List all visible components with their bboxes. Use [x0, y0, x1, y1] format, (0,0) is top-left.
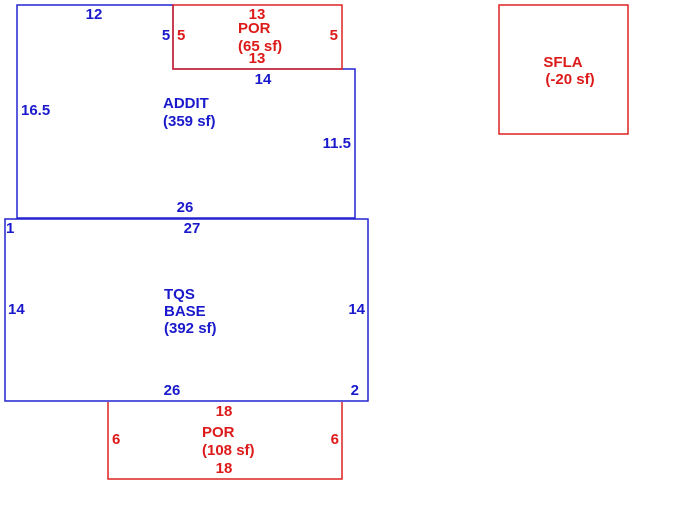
por-bottom-dim-right: 6: [331, 431, 339, 448]
sfla-label: SFLA: [543, 54, 582, 71]
addit-label: ADDIT: [163, 95, 209, 112]
base-dim-left: 14: [8, 301, 25, 318]
por-top-dim-left: 5: [177, 27, 185, 44]
addit-dim-bottom: 26: [177, 199, 194, 216]
base-area: (392 sf): [164, 320, 217, 337]
base-dim-right: 14: [348, 301, 365, 318]
por-bottom-outline: [107, 402, 343, 480]
addit-dim-step-horizontal: 14: [255, 71, 272, 88]
addit-dim-left: 16.5: [21, 102, 50, 119]
addit-dim-right: 11.5: [323, 135, 351, 152]
por-bottom-label: POR: [202, 424, 235, 441]
base-dim-bottom: 26: [164, 382, 181, 399]
sfla-area: (-20 sf): [545, 71, 594, 88]
por-top-outline: [172, 4, 343, 70]
base-label-line2: BASE: [164, 303, 206, 320]
addit-dim-step-vertical: 5: [162, 27, 170, 44]
por-bottom-dim-left: 6: [112, 431, 120, 448]
base-label-line1: TQS: [164, 286, 195, 303]
addit-dim-top: 12: [86, 6, 103, 23]
por-top-label: POR: [238, 20, 271, 37]
por-bottom-dim-top: 18: [216, 403, 233, 420]
por-top-dim-top: 13: [249, 6, 266, 23]
base-outline: [4, 218, 369, 402]
base-dim-step-bottom: 2: [351, 382, 359, 399]
por-top-dim-bottom: 13: [249, 50, 266, 67]
por-bottom-area: (108 sf): [202, 442, 255, 459]
addit-area: (359 sf): [163, 113, 216, 130]
por-top-dim-right: 5: [330, 27, 338, 44]
por-top-area: (65 sf): [238, 38, 282, 55]
por-bottom-dim-bottom: 18: [216, 460, 233, 477]
base-dim-step-top: 1: [6, 220, 14, 237]
base-dim-top: 27: [184, 220, 201, 237]
sfla-outline: [498, 4, 629, 135]
